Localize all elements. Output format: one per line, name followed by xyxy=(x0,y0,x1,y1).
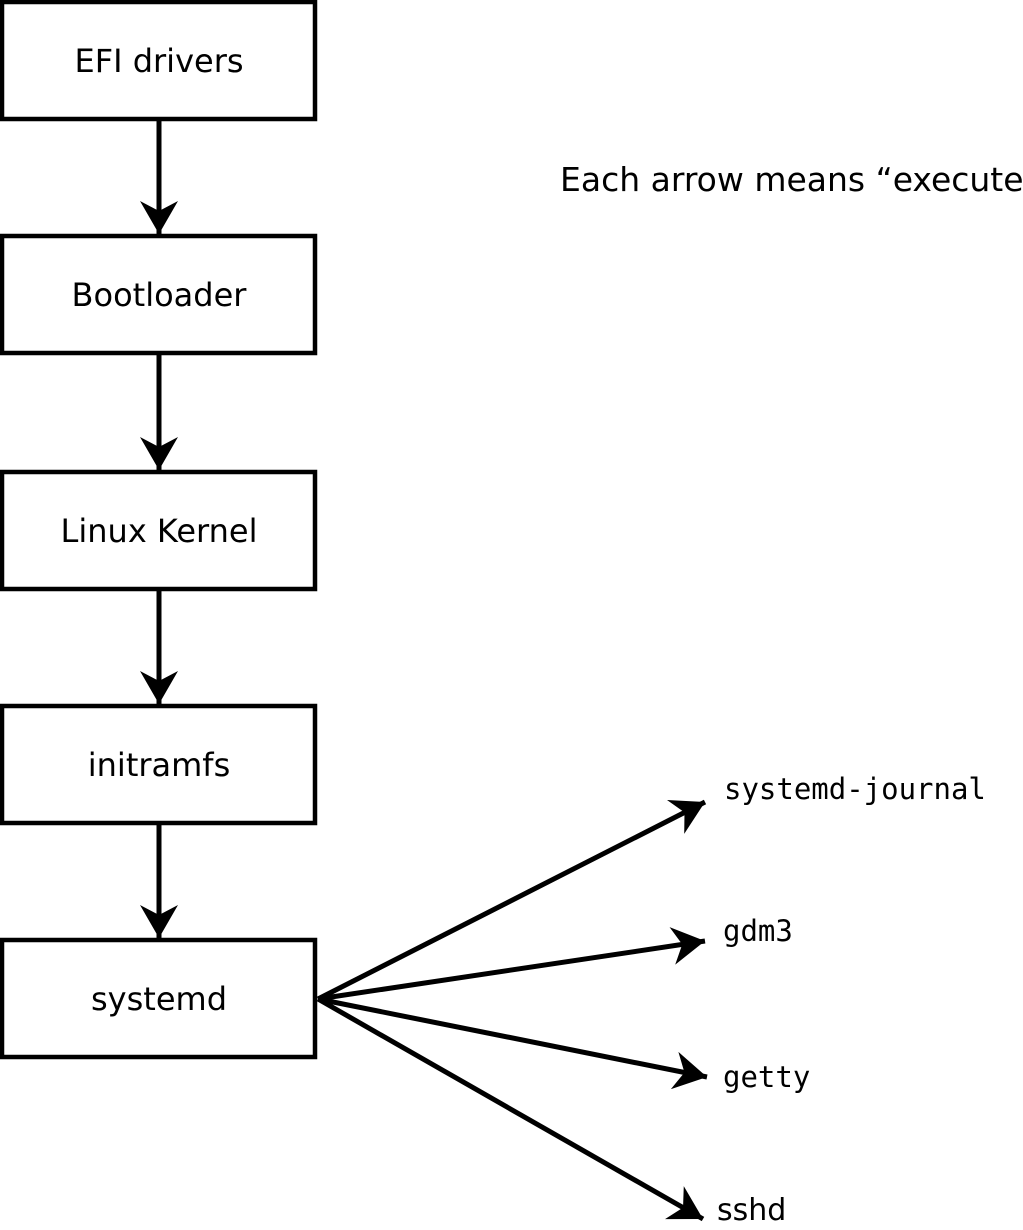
spawned-label-getty: getty xyxy=(723,1060,810,1094)
node-box xyxy=(0,937,318,1060)
node-box xyxy=(0,469,318,592)
node-efi-drivers: EFI drivers xyxy=(0,0,318,122)
executes-arrow-systemd-to-getty xyxy=(317,996,708,1090)
node-linux-kernel: Linux Kernel xyxy=(0,469,318,592)
executes-arrow-systemd-to-sshd xyxy=(316,996,705,1222)
node-label: initramfs xyxy=(88,746,230,784)
node-label: Linux Kernel xyxy=(61,512,258,550)
node-box xyxy=(0,0,318,122)
node-label: Bootloader xyxy=(72,276,248,314)
node-label: systemd xyxy=(91,980,227,1018)
executes-arrow-systemd-to-journal xyxy=(316,799,707,1002)
node-label: EFI drivers xyxy=(74,42,243,80)
node-systemd: systemd xyxy=(0,937,318,1060)
node-box xyxy=(0,703,318,826)
spawned-label-sshd: sshd xyxy=(717,1193,786,1228)
spawned-label-systemd-journal: systemd-journal xyxy=(724,772,986,806)
node-box xyxy=(0,233,318,356)
executes-arrow-systemd-to-gdm3 xyxy=(317,927,706,1002)
arrow-meaning-annotation: Each arrow means “executes”. xyxy=(560,160,1023,199)
node-bootloader: Bootloader xyxy=(0,233,318,356)
node-initramfs: initramfs xyxy=(0,703,318,826)
spawned-label-gdm3: gdm3 xyxy=(723,914,793,948)
